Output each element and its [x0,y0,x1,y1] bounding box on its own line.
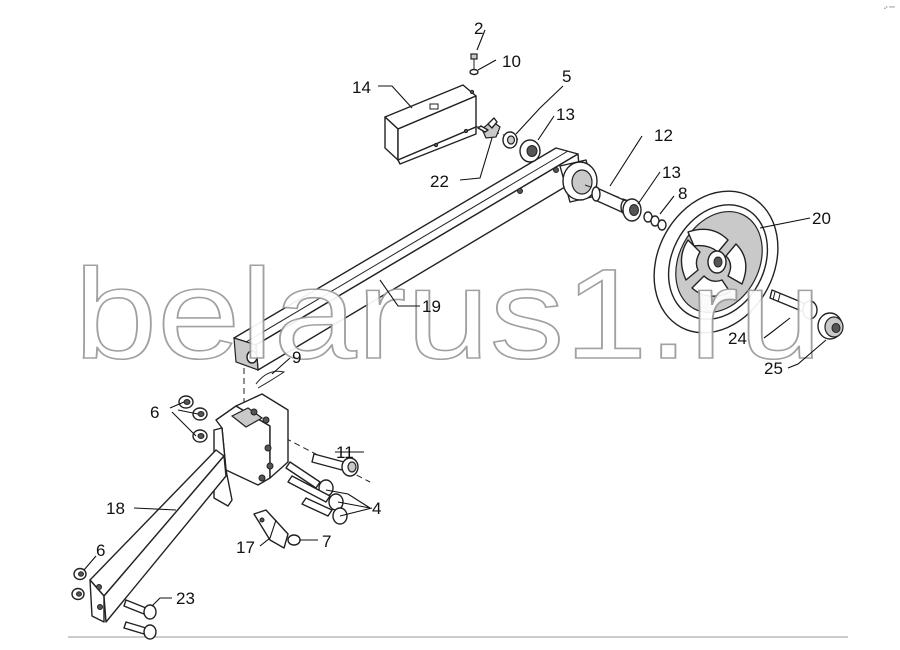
callout-13-lower: 13 [662,163,681,182]
bolt-part-11 [311,453,359,477]
leader-lines [83,29,827,607]
nut-part-7 [287,534,301,546]
callout-6-lower: 6 [96,541,105,560]
hubcap-part-25 [817,312,844,340]
callout-4: 4 [372,499,381,518]
wingnut-part-22 [477,117,501,139]
callout-19: 19 [422,297,441,316]
bearing-part-13-upper [519,139,541,163]
callout-2: 2 [474,19,483,38]
callout-7: 7 [322,532,331,551]
callout-5: 5 [562,67,571,86]
bushing-part-5 [502,131,518,149]
wheel-part-20 [653,190,779,334]
bolts-part-23 [123,599,157,640]
bearing-part-13-lower [622,198,642,222]
screw-part-2 [470,53,478,70]
callout-18: 18 [106,499,125,518]
washer-part-10 [469,68,479,76]
plate-part-17 [253,509,289,549]
bolt-part-24 [769,289,818,320]
beam-part-19 [233,147,598,371]
callout-6-upper: 6 [150,403,159,422]
callout-11: 11 [336,443,354,462]
callout-10: 10 [502,52,521,71]
corner-mark: •* *** [884,6,895,12]
callout-17: 17 [236,538,255,557]
washers-part-8 [643,211,667,231]
callout-13-upper: 13 [556,105,575,124]
pin-part-9 [255,370,286,389]
callout-14: 14 [352,78,371,97]
callout-9: 9 [292,348,301,367]
arm-part-18 [89,449,227,623]
callout-24: 24 [728,329,747,348]
bolts-part-4 [285,461,348,525]
callout-25: 25 [764,359,783,378]
callout-23: 23 [176,589,195,608]
callout-22: 22 [430,172,449,191]
mounting-bracket [213,393,289,507]
watermark-text: belarus1.ru [74,243,822,386]
callout-20: 20 [812,209,831,228]
callout-12: 12 [654,126,673,145]
callout-8: 8 [678,184,687,203]
cover-part-14 [384,84,477,165]
nuts-part-6-upper [178,395,208,443]
nuts-part-6-lower [71,567,87,601]
